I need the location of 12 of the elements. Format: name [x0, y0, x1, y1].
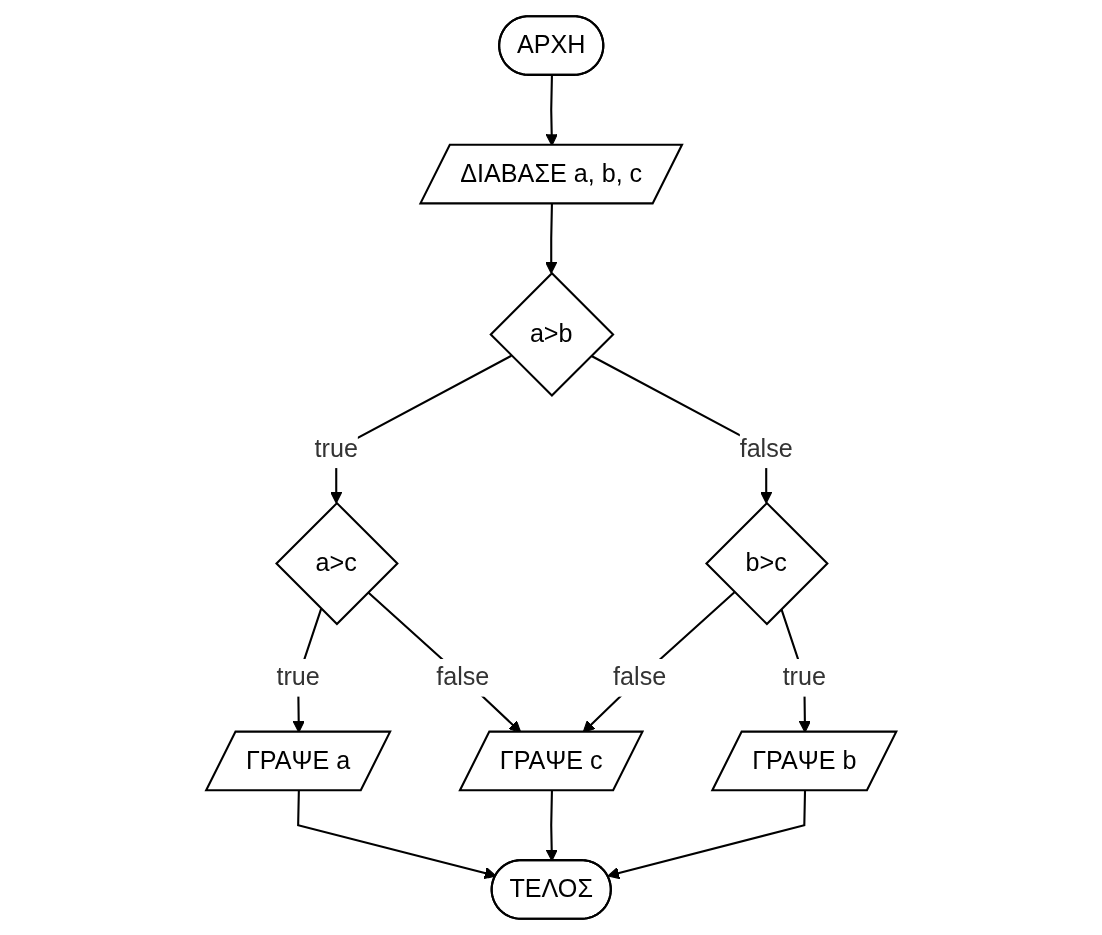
- arrow: [296, 790, 497, 880]
- edge-label: false: [739, 434, 793, 463]
- edge-label: false: [612, 663, 667, 692]
- node-diamond: a>c: [274, 501, 399, 626]
- arrow: [544, 204, 558, 274]
- node-diamond: b>c: [704, 501, 829, 626]
- edge-label: true: [314, 434, 358, 463]
- arrow: [607, 790, 806, 880]
- edge-label: false: [435, 663, 490, 692]
- edge-label: true: [276, 663, 320, 692]
- edge-label: true: [782, 663, 826, 692]
- node-diamond: a>b: [489, 271, 615, 398]
